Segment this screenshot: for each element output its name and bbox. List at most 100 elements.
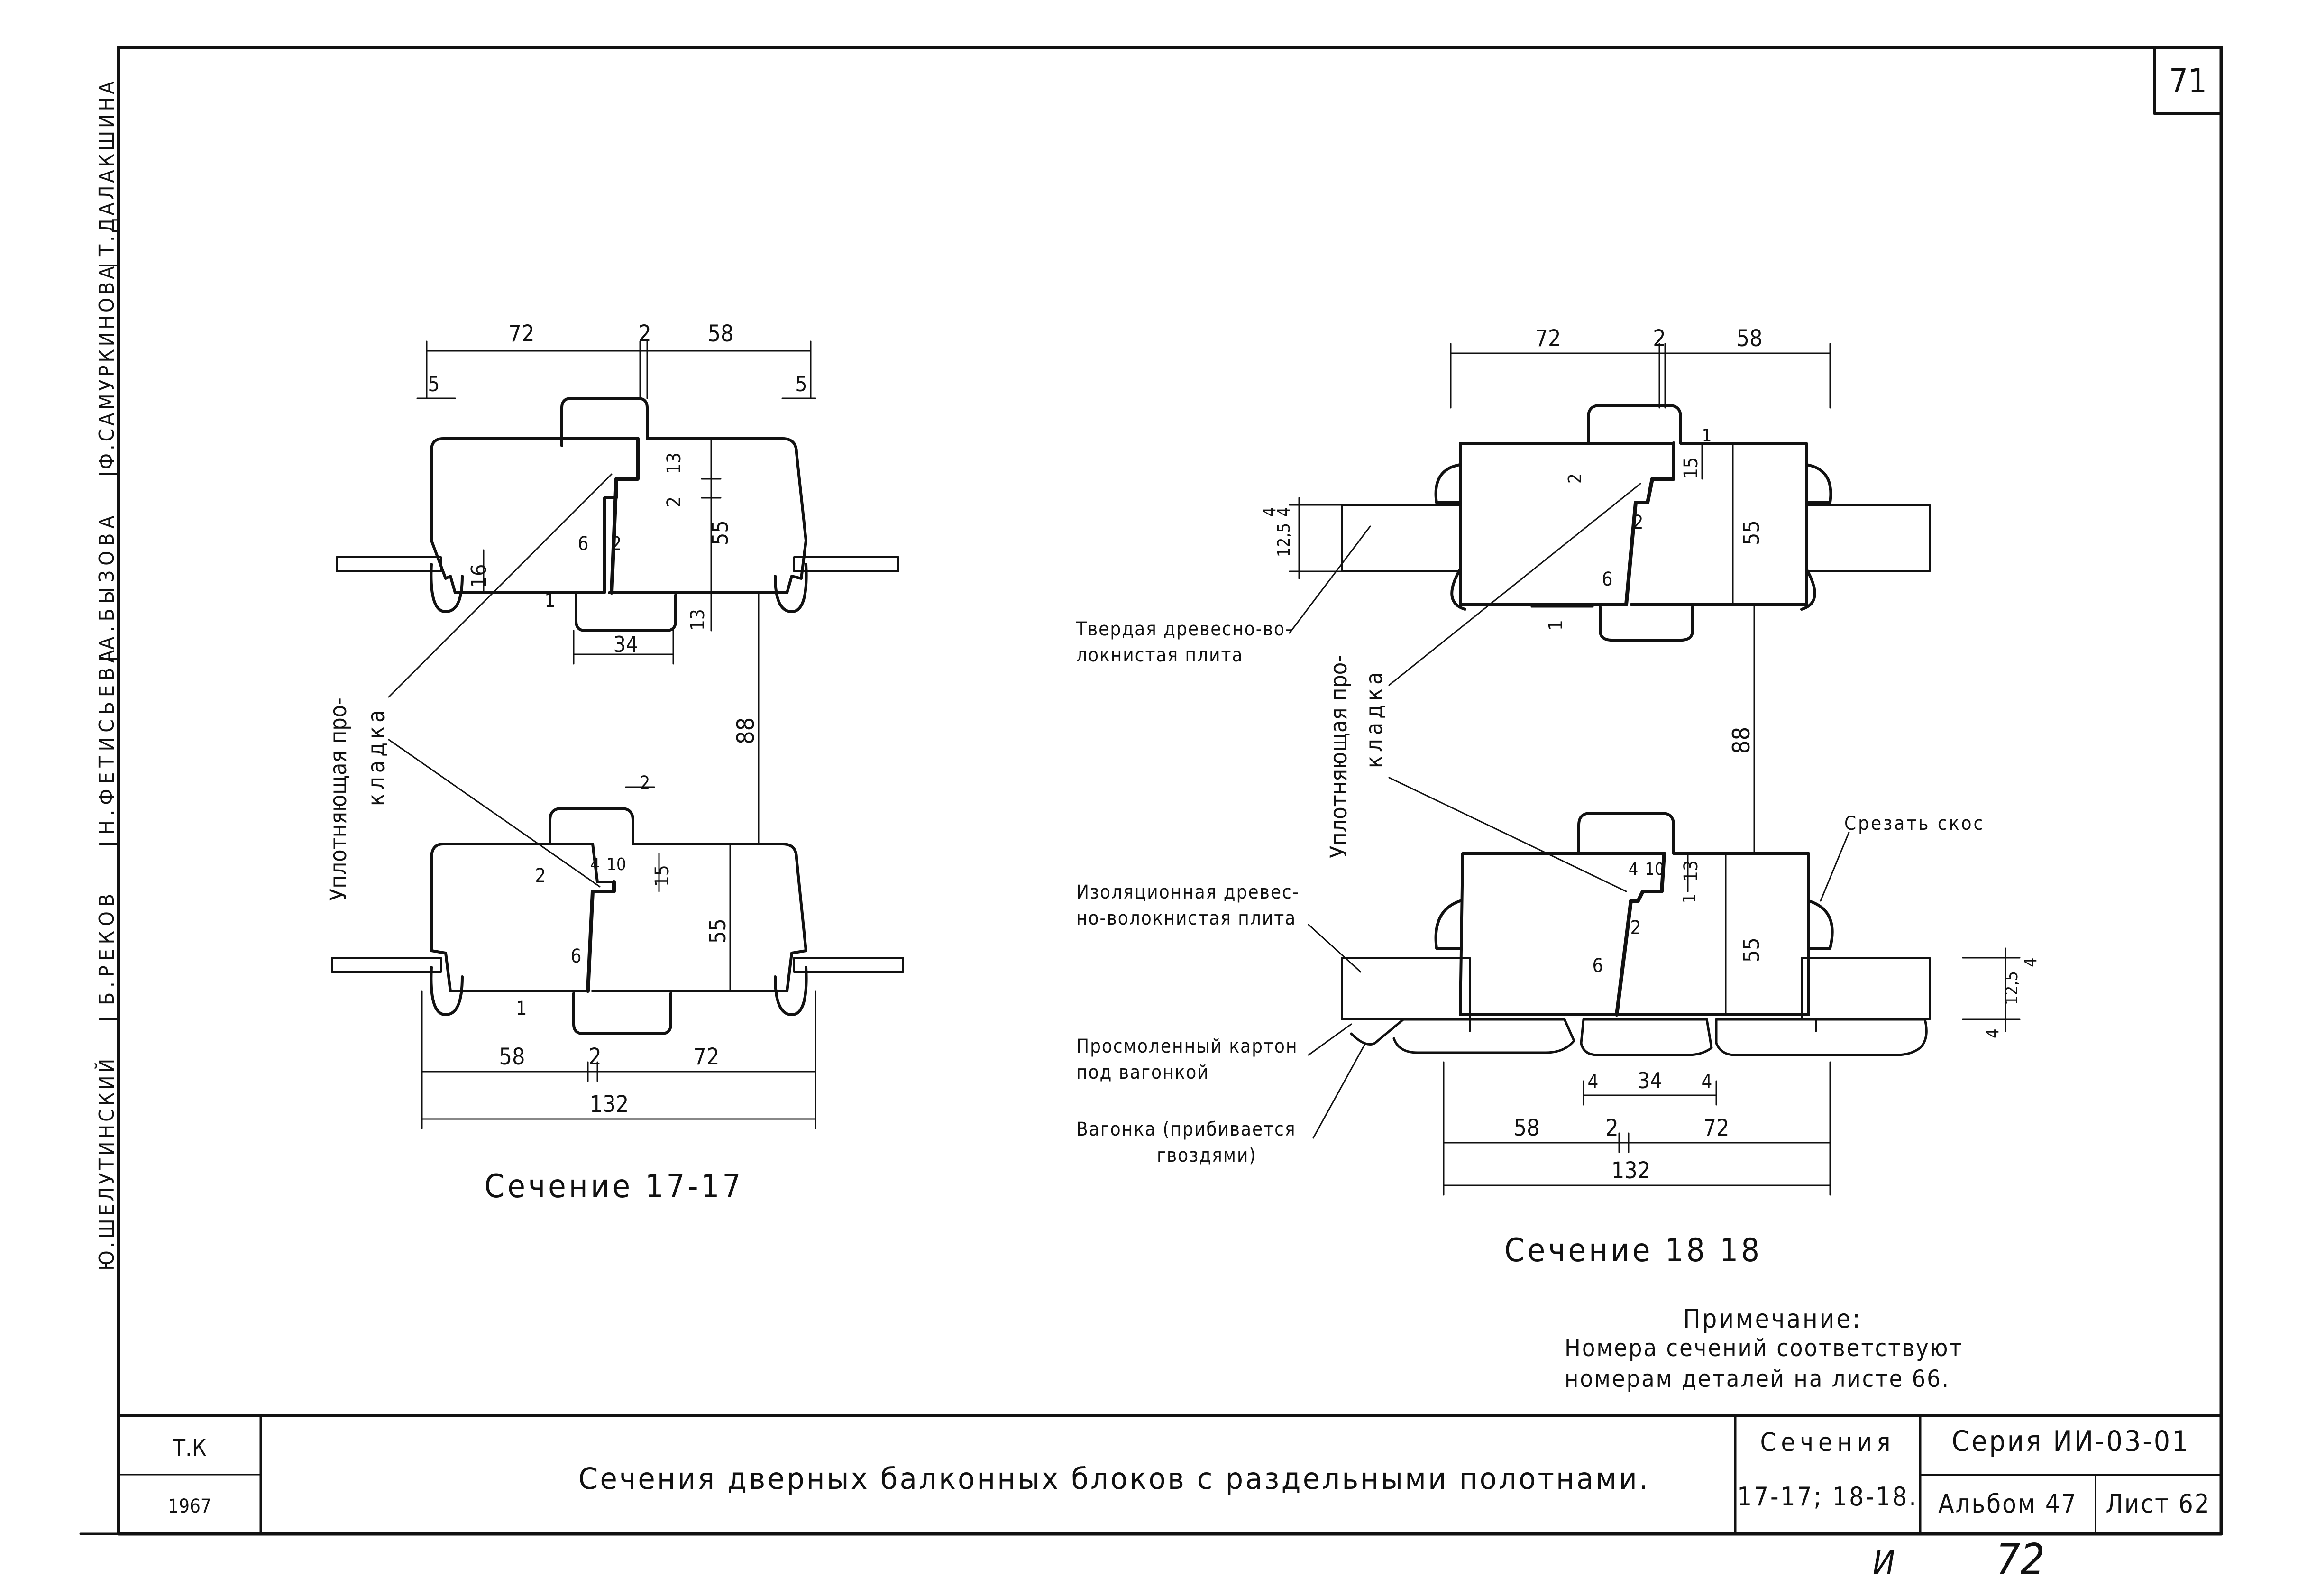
dim-1818-s-1b: 1 xyxy=(1545,620,1567,631)
dim-1717-lower-15: 15 xyxy=(651,865,673,887)
label-tar-paper-1: Просмоленный картон xyxy=(1076,1036,1298,1057)
dim-1717-88: 88 xyxy=(732,717,760,744)
dim-1717-edge-5-right: 5 xyxy=(795,372,807,396)
label-bevel: Срезать скос xyxy=(1844,813,1985,835)
dim-1717-top-2: 2 xyxy=(638,321,651,347)
signature-5: Ф.САМУРКИНОВА xyxy=(95,264,119,469)
label-hardboard-2: локнистая плита xyxy=(1076,644,1243,666)
label-insulation-2: но-волокнистая плита xyxy=(1076,908,1296,929)
note: Примечание: Номера сечений соответствуют… xyxy=(1565,1304,1963,1393)
dim-1818-left-4: 4 xyxy=(1274,507,1294,517)
dim-1717-top-58: 58 xyxy=(708,321,734,347)
dim-1818-s-6: 6 xyxy=(1602,569,1613,590)
page-number: 71 xyxy=(2169,62,2207,101)
dim-1717-16: 16 xyxy=(467,564,491,588)
dim-1818-top-72: 72 xyxy=(1535,325,1561,352)
dim-1717-bot-58: 58 xyxy=(499,1044,525,1070)
dim-1717-lower-2: 2 xyxy=(640,772,650,794)
dim-1818-top-2: 2 xyxy=(1653,325,1666,352)
section-17-17-seal-label-line2: кладка xyxy=(363,706,390,806)
dim-1818-l-2: 2 xyxy=(1630,917,1641,939)
dim-1818-s-15: 15 xyxy=(1680,457,1702,479)
dim-1818-s-2b: 2 xyxy=(1633,512,1644,533)
dim-1818-88: 88 xyxy=(1728,727,1755,754)
dim-1818-r-4b: 4 xyxy=(1983,1028,2003,1038)
signature-6: Т.ДАЛАКШИНА xyxy=(95,79,119,257)
note-line-1: Номера сечений соответствуют xyxy=(1565,1334,1963,1362)
dim-1717-lower-1: 1 xyxy=(516,998,527,1019)
dim-1818-left-125: 12,5 xyxy=(1274,523,1294,557)
dim-1717-2b: 2 xyxy=(611,533,622,555)
dim-1717-34: 34 xyxy=(613,632,639,657)
footer-handwritten-1: И xyxy=(1873,1543,1895,1582)
section-18-18-labels: Твердая древесно-во- локнистая плита Изо… xyxy=(1076,618,1985,1166)
dim-1717-lower-10: 10 xyxy=(606,855,626,874)
dim-1717-lower-55: 55 xyxy=(705,918,731,944)
sheet-label: Лист 62 xyxy=(2106,1489,2210,1519)
stamp-top: Т.К xyxy=(173,1435,207,1461)
dim-1717-lower-6: 6 xyxy=(571,945,582,967)
label-tar-paper-2: под вагонкой xyxy=(1076,1062,1209,1083)
dim-1818-l-6: 6 xyxy=(1593,955,1603,977)
section-18-18-seal-label-line2: кладка xyxy=(1361,668,1388,768)
dim-1818-l-1: 1 xyxy=(1680,893,1699,903)
section-17-17-drawing xyxy=(331,340,904,1129)
dim-1818-l-10: 10 xyxy=(1645,860,1664,879)
dim-1818-bot-2: 2 xyxy=(1605,1115,1618,1141)
dim-1818-l-4: 4 xyxy=(1629,860,1639,879)
dim-1818-bot-72: 72 xyxy=(1703,1115,1730,1141)
dim-1717-top-72: 72 xyxy=(509,321,535,347)
dim-1717-lower-4: 4 xyxy=(590,855,600,874)
note-line-2: номерам деталей на листе 66. xyxy=(1565,1365,1950,1393)
stamp-bottom: 1967 xyxy=(168,1495,211,1517)
dim-1717-edge-5-left: 5 xyxy=(428,372,439,396)
dim-1818-r-125: 12,5 xyxy=(2002,971,2022,1005)
sheet-frame xyxy=(79,46,2223,1536)
section-17-17-seal-label-line1: Уплотняющая про- xyxy=(325,697,352,901)
dim-1717-55: 55 xyxy=(707,520,733,545)
dim-1717-bot-132: 132 xyxy=(590,1091,629,1118)
section-18-18-drawing xyxy=(1289,343,2021,1196)
dim-1818-l-13: 13 xyxy=(1680,860,1702,882)
dim-1717-2: 2 xyxy=(663,496,685,507)
signature-4: А.БЫЗОВА xyxy=(95,511,119,650)
dim-1818-top-58: 58 xyxy=(1737,325,1763,352)
signature-1: Ю.ШЕЛУТИНСКИЙ xyxy=(94,1056,119,1271)
dim-1818-b-4b: 4 xyxy=(1702,1071,1712,1093)
section-18-18-title: Сечение 18 18 xyxy=(1504,1232,1762,1269)
section-18-18-dimensions: 72 2 58 4 12,5 4 2 1 15 55 2 6 1 88 4 10… xyxy=(1260,325,2041,1184)
label-hardboard-1: Твердая древесно-во- xyxy=(1076,618,1292,640)
dim-1818-r-4: 4 xyxy=(2021,957,2041,967)
signature-2: Б.РЕКОВ xyxy=(95,889,119,1005)
series-label: Серия ИИ-03-01 xyxy=(1952,1425,2190,1458)
dim-1717-1: 1 xyxy=(545,590,556,612)
dim-1717-bot-72: 72 xyxy=(694,1044,720,1070)
section-18-18-seal-label-line1: Уплотняющая про- xyxy=(1326,655,1352,858)
sections-label: Сечения xyxy=(1760,1427,1895,1457)
section-17-17-title: Сечение 17-17 xyxy=(485,1168,744,1205)
title-block: Т.К 1967 Сечения дверных балконных блоко… xyxy=(168,1425,2210,1519)
dim-1818-b-4: 4 xyxy=(1588,1071,1599,1093)
signature-3: Н.ФЕТИСЬЕВА xyxy=(95,645,119,835)
dim-1818-b-34: 34 xyxy=(1638,1068,1663,1093)
dim-1818-bot-58: 58 xyxy=(1514,1115,1540,1141)
label-insulation-1: Изоляционная древес- xyxy=(1076,881,1300,903)
dim-1717-bot-2: 2 xyxy=(588,1044,601,1070)
dim-1818-s-55: 55 xyxy=(1739,520,1764,545)
dim-1717-6: 6 xyxy=(578,533,589,555)
album-label: Альбом 47 xyxy=(1938,1489,2077,1519)
label-lining-1: Вагонка (прибивается xyxy=(1076,1119,1296,1140)
note-heading: Примечание: xyxy=(1683,1304,1862,1334)
label-lining-2: гвоздями) xyxy=(1157,1145,1256,1166)
dim-1818-left-4b: 4 xyxy=(1260,507,1280,517)
dim-1818-bot-132: 132 xyxy=(1611,1157,1650,1184)
dim-1818-s-1: 1 xyxy=(1702,426,1712,445)
dim-1717-13b: 13 xyxy=(687,609,709,631)
signature-strip: Ю.ШЕЛУТИНСКИЙ Б.РЕКОВ Н.ФЕТИСЬЕВА А.БЫЗО… xyxy=(94,46,120,1277)
footer-handwritten-2: 72 xyxy=(1996,1535,2045,1585)
dim-1717-lower-2b: 2 xyxy=(535,865,546,887)
dim-1818-s-2: 2 xyxy=(1565,473,1585,484)
dim-1717-13: 13 xyxy=(663,452,685,474)
main-title: Сечения дверных балконных блоков с разде… xyxy=(578,1461,1650,1496)
